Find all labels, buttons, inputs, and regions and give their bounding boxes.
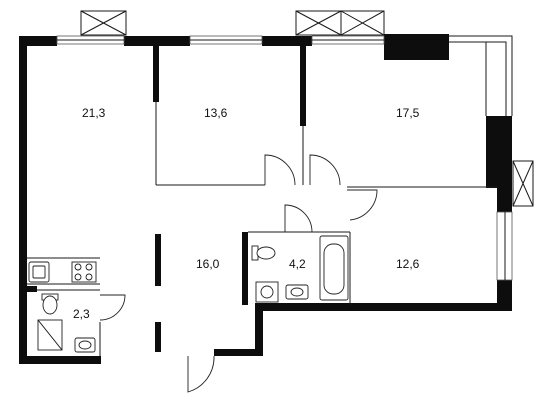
balcony-box-right xyxy=(512,160,534,207)
doors xyxy=(99,154,378,393)
kitchen-sink xyxy=(28,261,50,283)
balcony-box-center-2 xyxy=(340,10,385,36)
balcony-box-center xyxy=(295,10,342,36)
bathroom-sink-icon xyxy=(285,284,309,300)
room-area-bathroom: 4,2 xyxy=(289,257,306,271)
outer-walls xyxy=(19,34,512,364)
washing-machine-icon xyxy=(255,281,279,303)
room-area-bedroom-lower-right: 12,6 xyxy=(396,257,420,271)
room-area-hallway: 16,0 xyxy=(196,257,220,271)
toilet-sink-icon xyxy=(74,337,96,353)
toilet-icon xyxy=(41,293,59,315)
room-area-toilet: 2,3 xyxy=(73,307,90,321)
room-area-living: 21,3 xyxy=(82,106,106,120)
stove-icon xyxy=(71,261,97,283)
bathtub-icon xyxy=(319,235,349,301)
balcony-box-left xyxy=(80,10,127,36)
shower-tray xyxy=(37,319,63,351)
room-area-bedroom-right: 17,5 xyxy=(396,106,420,120)
interior-walls xyxy=(27,46,497,356)
room-area-bedroom-middle: 13,6 xyxy=(204,106,228,120)
windows xyxy=(56,35,513,281)
bathroom-toilet-icon xyxy=(251,245,276,261)
